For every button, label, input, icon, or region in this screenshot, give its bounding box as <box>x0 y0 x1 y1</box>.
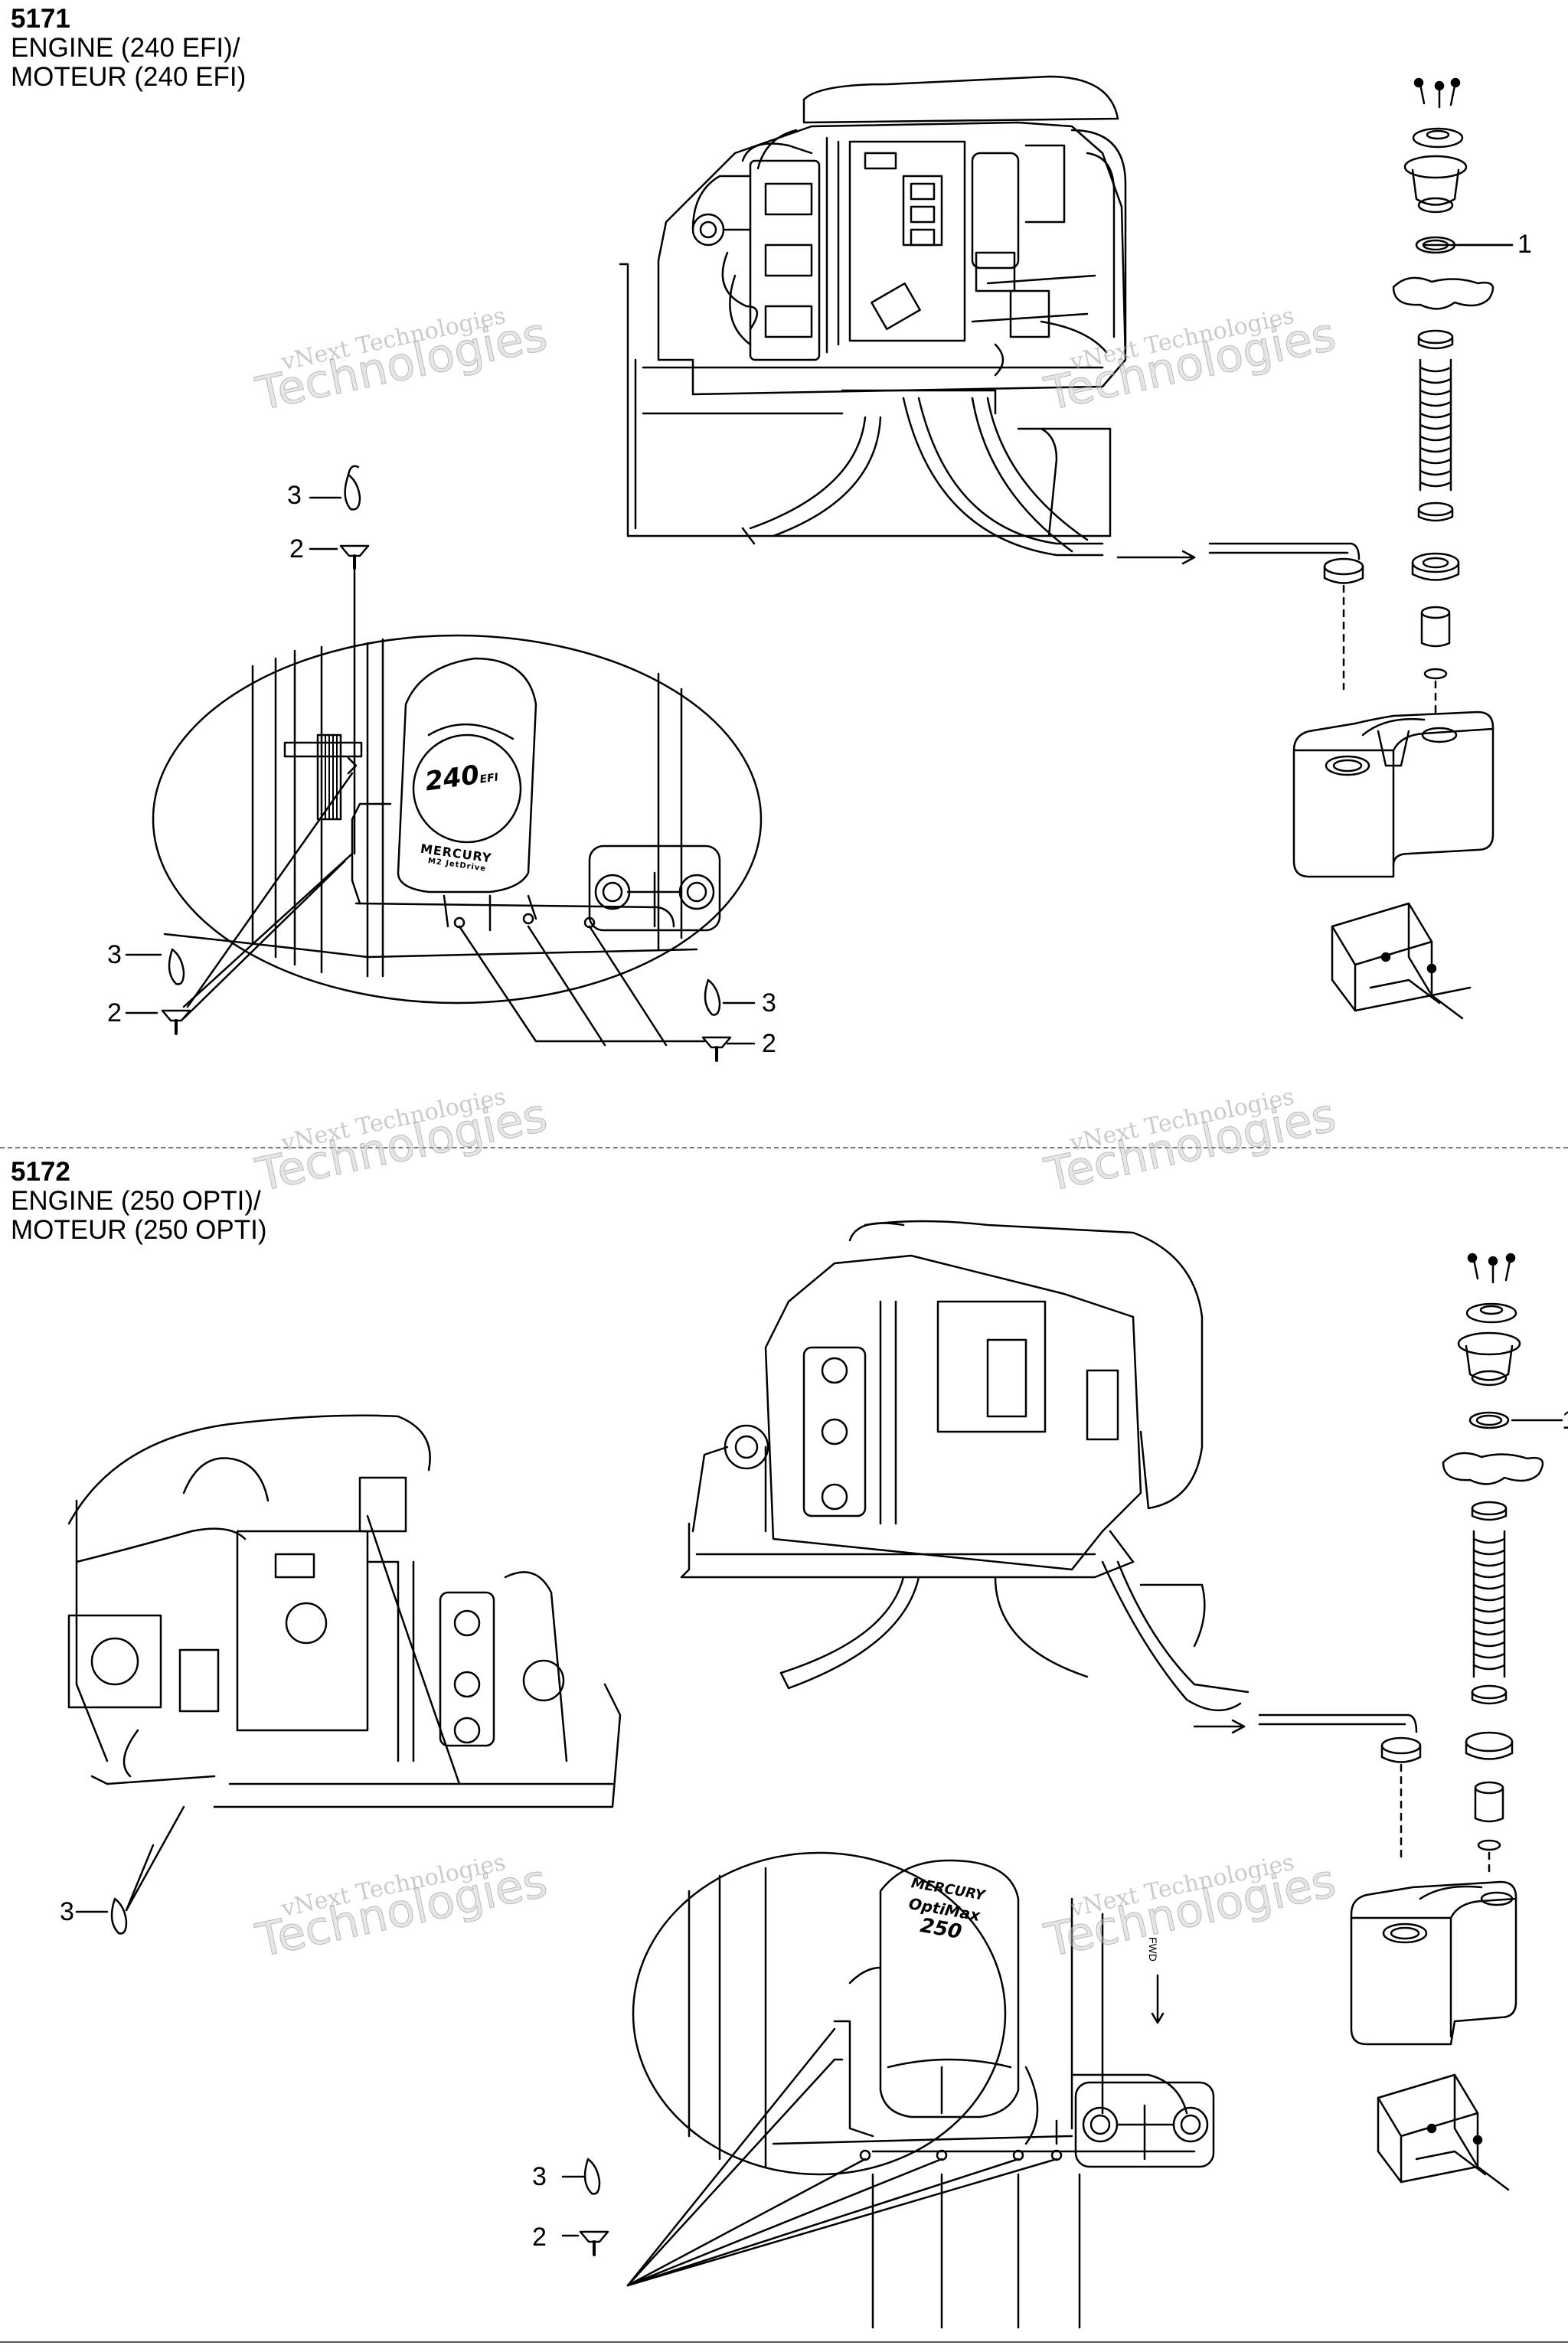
callout-1: 1 <box>1562 1407 1568 1433</box>
section-title-line2: MOTEUR (240 EFI) <box>11 62 247 92</box>
callout-3: 3 <box>532 2162 547 2191</box>
fuel-fill-assembly-240 <box>1208 77 1514 1020</box>
callout-2: 2 <box>762 1029 776 1058</box>
callout-1: 1 <box>1517 230 1532 259</box>
detail-ellipse-250 <box>626 1851 1215 2329</box>
callout-3: 3 <box>107 940 122 969</box>
engine-badge-250: MERCURY OptiMax 250 <box>903 1873 986 1945</box>
callout-2: 2 <box>289 534 304 564</box>
callout-2: 2 <box>532 2223 547 2252</box>
section-title-line1: ENGINE (240 EFI)/ <box>11 33 240 63</box>
callout-3: 3 <box>60 1897 74 1926</box>
callout-3: 3 <box>762 988 776 1018</box>
fwd-label: FWD <box>1147 1937 1159 1962</box>
engine-250-side-illustration <box>680 1220 1250 1734</box>
engine-250-front-illustration <box>67 1414 622 1808</box>
section-number: 5172 <box>11 1157 70 1187</box>
callout-2: 2 <box>107 998 122 1027</box>
callout-icons-250 <box>75 1805 609 2256</box>
section-number: 5171 <box>11 4 70 34</box>
page-bottom-rule <box>0 2341 1568 2343</box>
fuel-fill-assembly-250 <box>1258 1253 1563 2191</box>
callout-3: 3 <box>287 481 302 510</box>
engine-240-illustration <box>619 75 1196 565</box>
detail-ellipse-240 <box>152 565 763 1047</box>
section-divider <box>0 1147 1568 1148</box>
badge-suffix: EFI <box>479 771 499 786</box>
section-title-line2: MOTEUR (250 OPTI) <box>11 1215 267 1245</box>
section-5171-title: 5171 ENGINE (240 EFI)/ MOTEUR (240 EFI) <box>11 5 246 92</box>
section-5172-title: 5172 ENGINE (250 OPTI)/ MOTEUR (250 OPTI… <box>11 1158 266 1245</box>
section-title-line1: ENGINE (250 OPTI)/ <box>11 1186 261 1216</box>
callout-icons-240 <box>125 243 1514 1062</box>
